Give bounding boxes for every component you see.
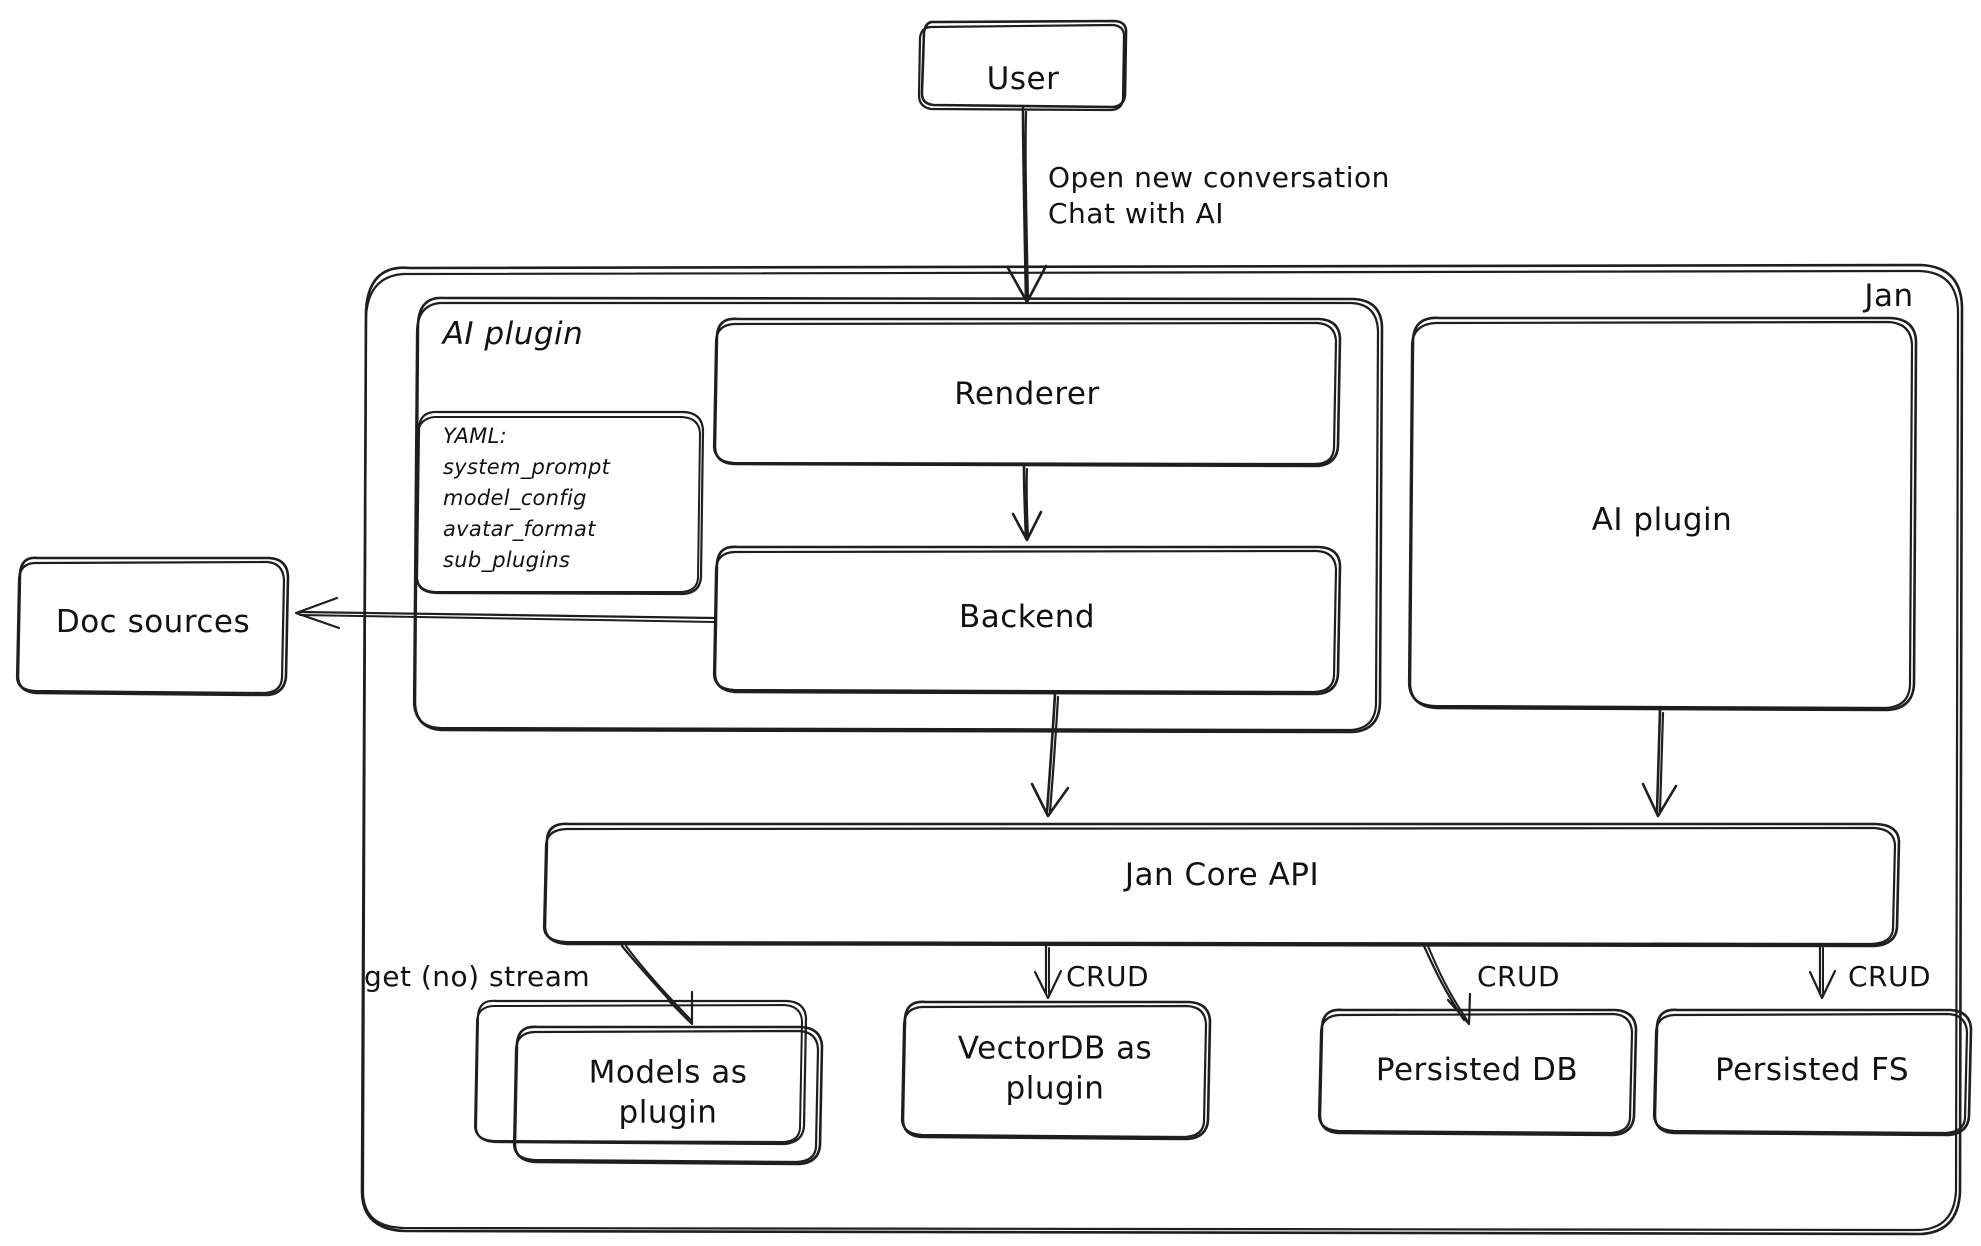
edge-core-api-to-db <box>1422 944 1472 1026</box>
group-ai-plugin-shape <box>412 296 1384 734</box>
node-renderer-shape[interactable] <box>712 317 1342 468</box>
node-persisted-db-shape[interactable] <box>1317 1008 1638 1137</box>
edge-backend-to-doc-sources <box>294 596 716 630</box>
node-models-as-plugin-shape[interactable] <box>512 1025 824 1166</box>
edge-core-api-to-vectordb <box>1033 944 1063 1000</box>
node-vectordb-as-plugin-shape[interactable] <box>900 1000 1212 1141</box>
yaml-card-shape <box>415 410 705 596</box>
node-models-as-plugin-back-shape <box>474 999 808 1146</box>
edge-core-api-to-models <box>620 944 694 1026</box>
node-jan-core-api-shape[interactable] <box>542 822 1901 948</box>
group-jan-shape <box>360 263 1964 1236</box>
node-persisted-fs-shape[interactable] <box>1652 1008 1973 1137</box>
edge-ai-plugin-to-core-api <box>1641 708 1678 818</box>
node-ai-plugin-shape[interactable] <box>1407 316 1918 712</box>
node-backend-shape[interactable] <box>712 545 1342 696</box>
edge-core-api-to-fs <box>1808 944 1837 1000</box>
edge-backend-to-core-api <box>1030 692 1070 818</box>
node-user-shape[interactable] <box>917 19 1128 112</box>
edge-renderer-to-backend <box>1011 464 1043 542</box>
node-doc-sources-shape[interactable] <box>15 556 290 697</box>
